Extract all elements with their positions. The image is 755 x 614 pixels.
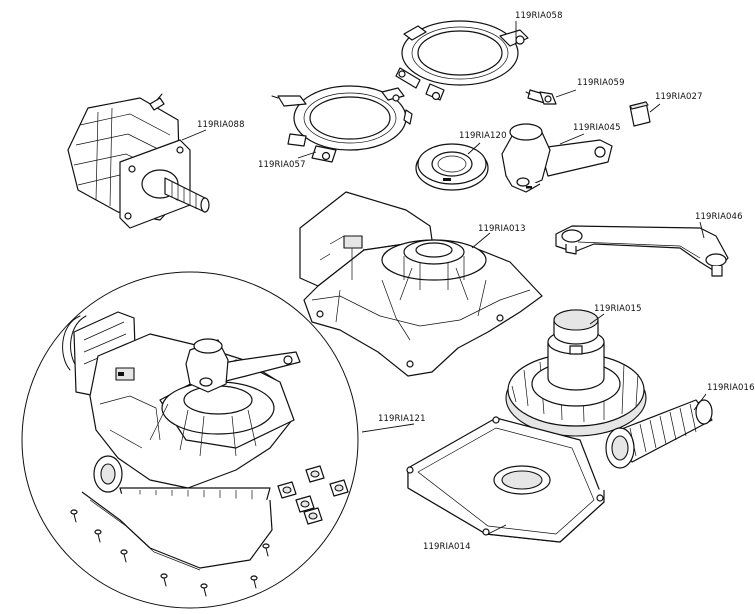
- label-119RIA014: 119RIA014: [423, 542, 471, 552]
- gearbox-housing-part: [299, 191, 543, 377]
- label-119RIA059: 119RIA059: [577, 78, 625, 88]
- label-119RIA013: 119RIA013: [478, 224, 526, 234]
- key-block-part: [629, 101, 651, 127]
- pin-part: [525, 89, 557, 105]
- label-119RIA121: 119RIA121: [378, 414, 426, 424]
- link-arm-part: [555, 225, 729, 277]
- label-119RIA058: 119RIA058: [515, 11, 563, 21]
- seal-ring-part: [415, 143, 489, 191]
- label-119RIA045: 119RIA045: [573, 123, 621, 133]
- label-119RIA046: 119RIA046: [695, 212, 743, 222]
- ring-bracket-large-part: [395, 20, 529, 101]
- label-119RIA015: 119RIA015: [594, 304, 642, 314]
- worm-screw-part: [605, 399, 713, 469]
- label-119RIA088: 119RIA088: [197, 120, 245, 130]
- base-cover-part: [406, 416, 605, 543]
- label-119RIA027: 119RIA027: [655, 92, 703, 102]
- leader-lines: [181, 21, 707, 535]
- assembly-detail-circle: [21, 271, 359, 609]
- label-119RIA016: 119RIA016: [707, 383, 755, 393]
- motor-part: [67, 93, 210, 229]
- crank-arm-part: [501, 123, 613, 193]
- label-119RIA120: 119RIA120: [459, 131, 507, 141]
- ring-bracket-small-part: [271, 85, 413, 163]
- gear-wheel-part: [505, 309, 647, 437]
- nut-icon: [277, 465, 349, 525]
- label-119RIA057: 119RIA057: [258, 160, 306, 170]
